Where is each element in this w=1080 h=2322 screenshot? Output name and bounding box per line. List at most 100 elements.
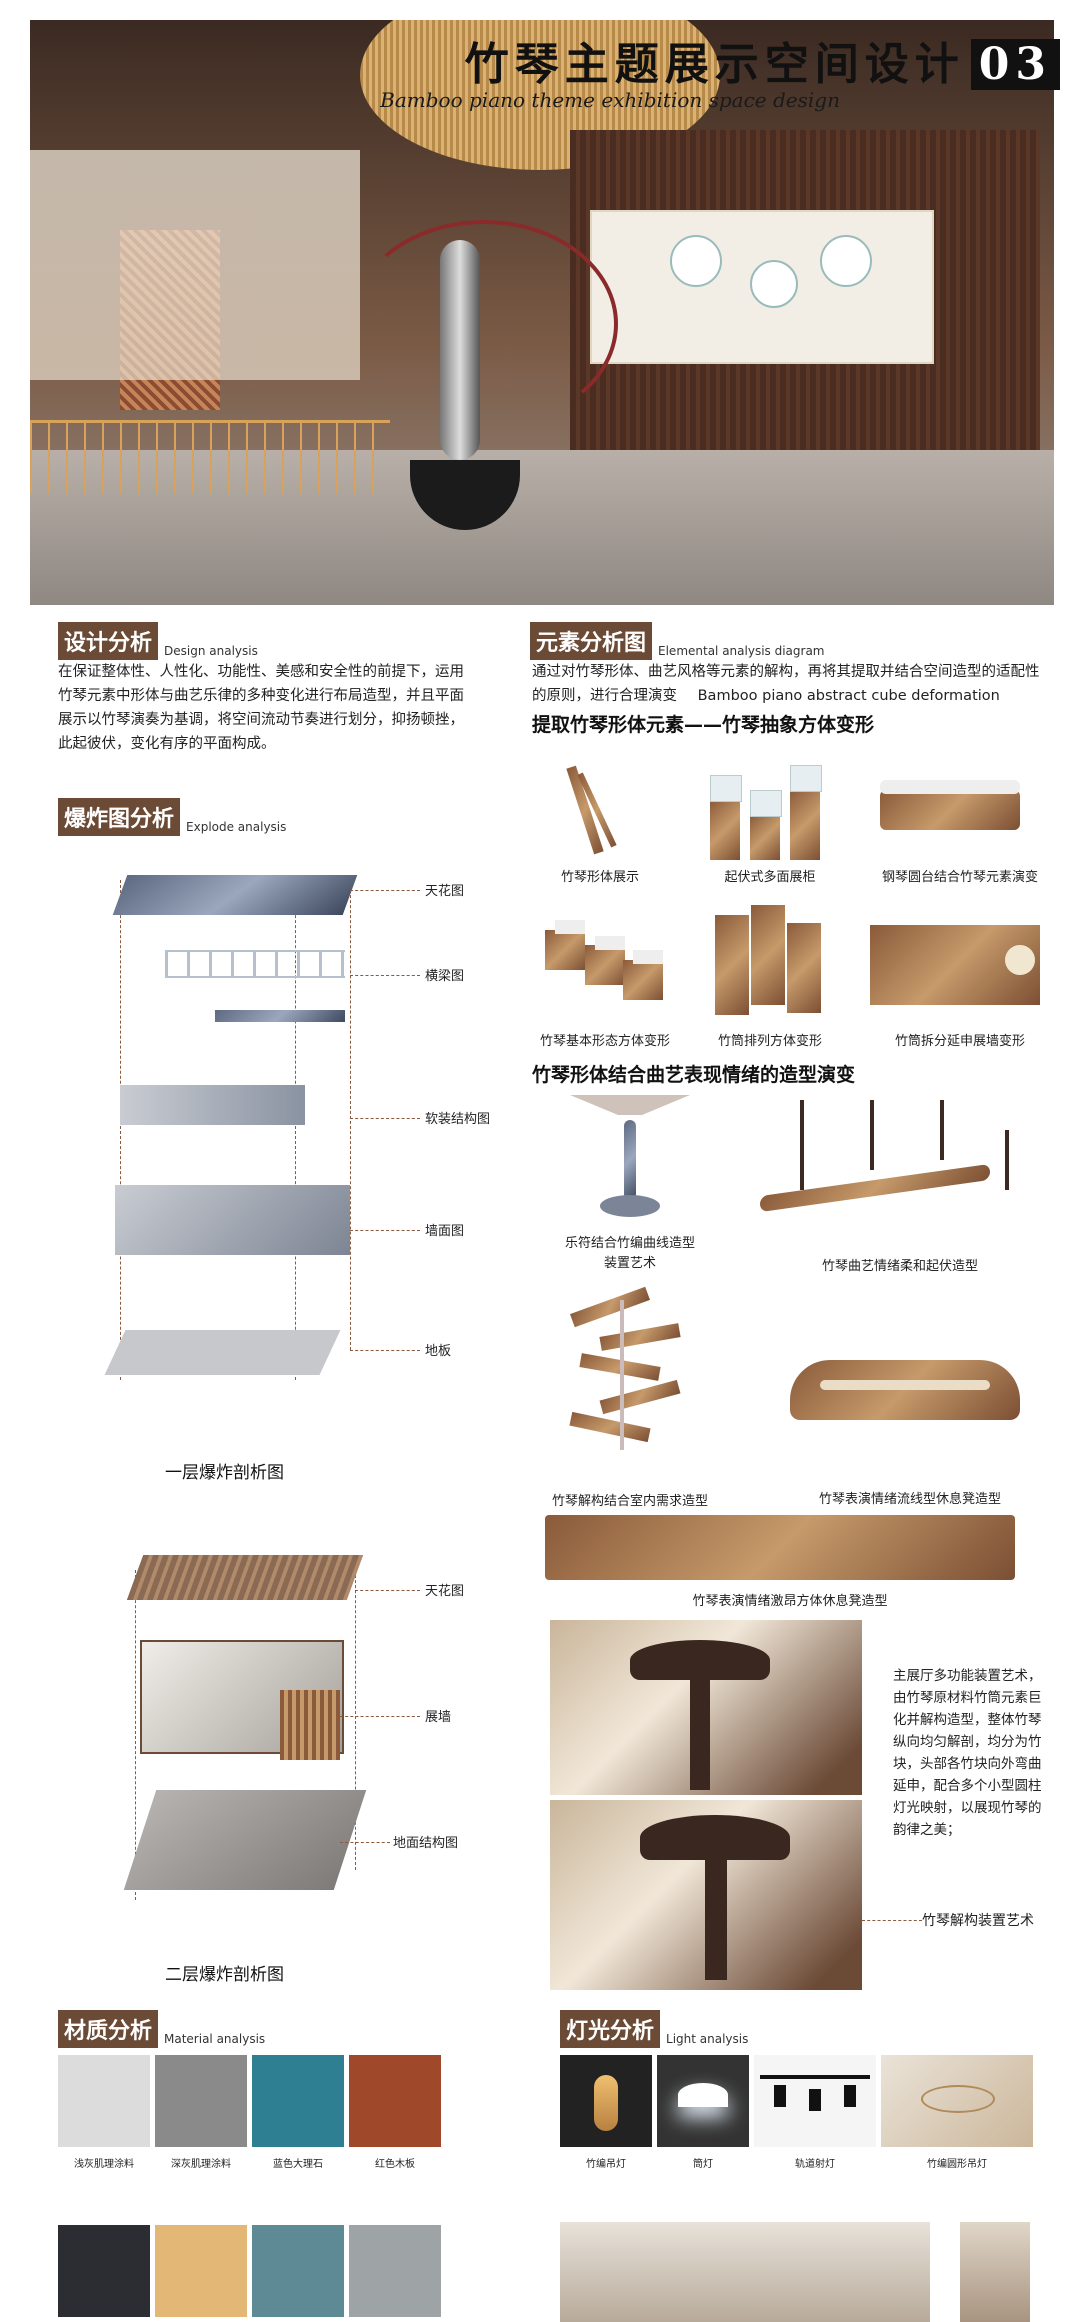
cube-deform-img-3 bbox=[870, 915, 1040, 1010]
round-stage-img bbox=[880, 780, 1020, 840]
element-analysis-title-en: Elemental analysis diagram bbox=[658, 644, 825, 658]
tree-canopy-2 bbox=[640, 1815, 790, 1860]
tree-sculpture-1 bbox=[690, 1650, 710, 1790]
undulating-ceiling-img bbox=[760, 1100, 1050, 1240]
material-analysis-title-en: Material analysis bbox=[164, 2032, 266, 2046]
leader-ceiling-2 bbox=[355, 1590, 420, 1591]
installation-leader-line bbox=[862, 1920, 922, 1921]
tree-canopy-1 bbox=[630, 1640, 770, 1680]
caption-music-note-2: 装置艺术 bbox=[603, 1256, 656, 1271]
spiral-stair-img bbox=[560, 1286, 690, 1450]
explode1-guide-left bbox=[120, 880, 121, 1380]
caption-row2-1: 竹琴基本形态方体变形 bbox=[539, 1034, 670, 1049]
element-analysis-text-en: Bamboo piano abstract cube deformation bbox=[697, 688, 1000, 704]
explode2-guide-left bbox=[135, 1570, 136, 1900]
explode2-ceiling bbox=[126, 1555, 364, 1600]
explode1-floor bbox=[104, 1330, 341, 1375]
material-swatch-1 bbox=[58, 2055, 150, 2147]
material-swatch-4 bbox=[349, 2055, 441, 2147]
material-swatch-8 bbox=[349, 2225, 441, 2317]
leader-soft-1 bbox=[350, 1118, 420, 1119]
caption-ceiling: 竹琴曲艺情绪柔和起伏造型 bbox=[821, 1259, 978, 1274]
explode1-beams bbox=[165, 950, 345, 978]
streamline-bench-img bbox=[790, 1340, 1020, 1440]
board-circle-1 bbox=[670, 235, 722, 287]
leader-ceiling-1 bbox=[350, 890, 420, 891]
hero-rendering bbox=[30, 20, 1054, 605]
installation-description: 主展厅多功能装置艺术，由竹琴原材料竹筒元素巨化并解构造型，整体竹琴纵向均匀解剖，… bbox=[893, 1668, 1042, 1838]
light-img-2 bbox=[657, 2055, 749, 2147]
music-note-installation-img bbox=[570, 1095, 690, 1225]
caption-music-note-1: 乐符结合竹编曲线造型 bbox=[564, 1236, 695, 1251]
label-wall-1: 墙面图 bbox=[425, 1224, 465, 1239]
caption-row1-1: 竹琴形体展示 bbox=[560, 870, 639, 885]
material-swatch-6 bbox=[155, 2225, 247, 2317]
label-floor-2: 地面结构图 bbox=[393, 1836, 459, 1851]
explode1-walls bbox=[115, 1185, 350, 1255]
explode1-furniture bbox=[120, 1085, 305, 1125]
design-analysis-title-en: Design analysis bbox=[164, 644, 258, 658]
element-analysis-title: 元素分析图 bbox=[530, 622, 653, 660]
railing bbox=[30, 420, 390, 493]
design-analysis-text: 在保证整体性、人性化、功能性、美感和安全性的前提下，运用竹琴元素中形体与曲艺乐律… bbox=[58, 664, 464, 752]
light-label-2: 筒灯 bbox=[693, 2159, 713, 2170]
leader-beam-1 bbox=[350, 975, 420, 976]
explode1-guide-right bbox=[350, 880, 351, 1350]
caption-row1-2: 起伏式多面展柜 bbox=[724, 870, 816, 885]
explode1-soft-furnishing bbox=[215, 1010, 345, 1022]
left-wall bbox=[30, 150, 360, 380]
material-swatch-5 bbox=[58, 2225, 150, 2317]
caption-stair: 竹琴解构结合室内需求造型 bbox=[551, 1494, 708, 1509]
caption-row2-2: 竹筒排列方体变形 bbox=[717, 1034, 822, 1049]
material-label-3: 蓝色大理石 bbox=[273, 2159, 323, 2170]
leader-floor-2 bbox=[340, 1842, 390, 1843]
explode2-caption: 二层爆炸剖析图 bbox=[165, 1965, 284, 1985]
element-analysis-header: 元素分析图 Elemental analysis diagram bbox=[530, 622, 825, 660]
light-img-1 bbox=[560, 2055, 652, 2147]
element-subheading-1: 提取竹琴形体元素——竹琴抽象方体变形 bbox=[532, 714, 875, 736]
explode1-guide-mid bbox=[295, 900, 296, 1380]
material-swatch-7 bbox=[252, 2225, 344, 2317]
light-label-3: 轨道射灯 bbox=[795, 2159, 835, 2170]
explode2-floor bbox=[123, 1790, 367, 1890]
undulating-showcase-img bbox=[710, 760, 822, 860]
explode-analysis-header: 爆炸图分析 Explode analysis bbox=[58, 798, 286, 836]
tree-sculpture-2 bbox=[705, 1830, 727, 1980]
element-subheading-2: 竹琴形体结合曲艺表现情绪的造型演变 bbox=[532, 1064, 856, 1086]
caption-row2-3: 竹筒拆分延申展墙变形 bbox=[894, 1034, 1025, 1049]
material-analysis-header: 材质分析 Material analysis bbox=[58, 2010, 265, 2048]
caption-bench-1: 竹琴表演情绪流线型休息凳造型 bbox=[818, 1492, 1001, 1507]
light-photo-bottom-1 bbox=[560, 2222, 930, 2322]
material-label-2: 深灰肌理涂料 bbox=[171, 2159, 231, 2170]
material-label-1: 浅灰肌理涂料 bbox=[74, 2159, 134, 2170]
light-analysis-title-en: Light analysis bbox=[666, 2032, 749, 2046]
design-analysis-header: 设计分析 Design analysis bbox=[58, 622, 258, 660]
explode1-caption: 一层爆炸剖析图 bbox=[165, 1463, 284, 1483]
light-analysis-header: 灯光分析 Light analysis bbox=[560, 2010, 748, 2048]
red-curved-ribbon bbox=[350, 220, 618, 428]
design-analysis-title: 设计分析 bbox=[58, 622, 159, 660]
light-analysis-title: 灯光分析 bbox=[560, 2010, 661, 2048]
label-ceiling-1: 天花图 bbox=[425, 884, 465, 899]
label-soft-1: 软装结构图 bbox=[425, 1112, 491, 1127]
material-swatch-2 bbox=[155, 2055, 247, 2147]
material-label-4: 红色木板 bbox=[375, 2159, 415, 2170]
label-wall-2: 展墙 bbox=[425, 1710, 452, 1725]
page-number-badge: 03 bbox=[970, 39, 1060, 90]
leader-wall-2 bbox=[340, 1716, 420, 1717]
label-floor-1: 地板 bbox=[425, 1344, 452, 1359]
caption-bench-2: 竹琴表演情绪激昂方体休息凳造型 bbox=[692, 1594, 888, 1609]
cube-deform-img-2 bbox=[715, 905, 825, 1015]
leader-wall-1 bbox=[350, 1230, 420, 1231]
material-analysis-title: 材质分析 bbox=[58, 2010, 159, 2048]
light-label-1: 竹编吊灯 bbox=[586, 2159, 626, 2170]
light-img-3 bbox=[754, 2055, 876, 2147]
caption-row1-3: 钢琴圆台结合竹琴元素演变 bbox=[881, 870, 1038, 885]
leader-floor-1 bbox=[350, 1350, 420, 1351]
light-img-4 bbox=[881, 2055, 1033, 2147]
bamboo-instrument-img bbox=[560, 765, 620, 855]
hero-subtitle: Bamboo piano theme exhibition space desi… bbox=[380, 88, 840, 112]
label-beam-1: 横梁图 bbox=[425, 969, 465, 984]
cube-bench-img bbox=[545, 1515, 1015, 1580]
